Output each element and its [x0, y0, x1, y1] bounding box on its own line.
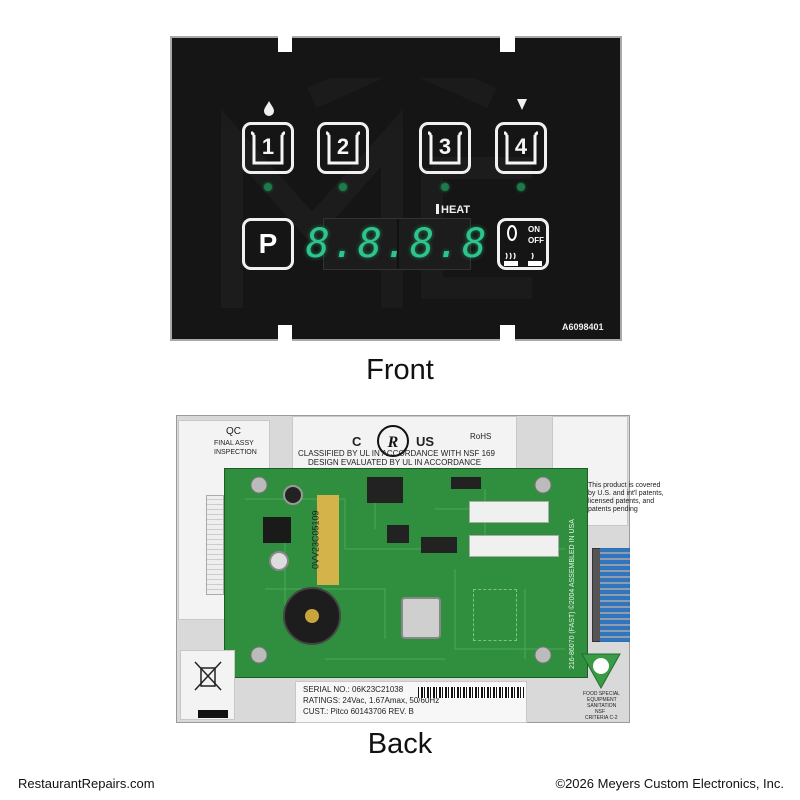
- patent-line-1: This product is covered: [588, 482, 661, 489]
- display-digits: 8.8.8.8: [305, 221, 489, 267]
- ribbon-connector-left: [206, 495, 224, 595]
- back-caption: Back: [367, 728, 433, 760]
- ul-label: [292, 416, 517, 471]
- vat-icon: [428, 130, 462, 165]
- customer-text: CUST.: Pitco 60143706 REV. B: [303, 707, 414, 716]
- ic-chip: [387, 525, 409, 543]
- footer-copyright: ©2026 Meyers Custom Electronics, Inc.: [555, 776, 785, 791]
- nsf-line-1: FOOD SPECIAL: [583, 691, 620, 697]
- weee-label: [180, 650, 235, 720]
- patent-line-3: licensed patents, and: [588, 498, 655, 505]
- power-icon: [507, 225, 517, 241]
- vat-key-number: 4: [514, 134, 528, 159]
- capacitor: [283, 485, 303, 505]
- qc-line-1: FINAL ASSY: [214, 440, 254, 447]
- vat-4-led: [517, 183, 525, 191]
- vat-key-number: 1: [261, 134, 275, 159]
- nsf-line-3: SANITATION: [587, 703, 617, 709]
- ul-logo-icon: R: [377, 425, 409, 457]
- rohs-mark: RoHS: [470, 432, 492, 441]
- black-bar: [198, 710, 228, 718]
- ratings-text: RATINGS: 24Vac, 1.67Amax, 50/60Hz: [303, 696, 440, 705]
- logo-watermark: [221, 78, 532, 308]
- patent-line-2: by U.S. and int'l patents,: [588, 490, 664, 497]
- heat-marker: [436, 204, 439, 214]
- side-cable-wires: [600, 548, 630, 642]
- crossed-bin-icon: [194, 661, 222, 691]
- drop-down-icon: [517, 99, 527, 110]
- vat-key-3[interactable]: 3: [419, 122, 471, 174]
- front-caption: Front: [366, 354, 434, 386]
- inductor: [401, 597, 441, 639]
- ul-c-mark: C: [352, 434, 362, 449]
- model-number: A6098401: [562, 322, 604, 332]
- vat-icon: [251, 130, 285, 165]
- transistor: [263, 517, 291, 543]
- vat-key-4[interactable]: 4: [495, 122, 547, 174]
- ic-chip: [367, 477, 403, 503]
- nsf-line-2: EQUIPMENT: [587, 697, 617, 703]
- front-control-panel: [170, 36, 622, 341]
- qc-line-2: INSPECTION: [214, 449, 257, 456]
- vat-3-led: [441, 183, 449, 191]
- display-divider: [397, 219, 399, 269]
- part-number-label: [317, 495, 339, 585]
- vat-key-2[interactable]: 2: [317, 122, 369, 174]
- on-label: ON: [528, 225, 540, 234]
- capacitor: [269, 551, 289, 571]
- relay: [473, 589, 517, 641]
- nsf-triangle-icon: [581, 653, 621, 690]
- program-key[interactable]: P: [242, 218, 294, 270]
- vat-key-number: 2: [336, 134, 350, 159]
- part-number-text: 0VV23C05109: [310, 510, 321, 569]
- header-connector-top: [469, 501, 549, 523]
- ul-classified-line-2: DESIGN EVALUATED BY UL IN ACCORDANCE: [308, 458, 482, 467]
- svg-text:R: R: [387, 434, 399, 451]
- qc-title: QC: [226, 426, 241, 437]
- vat-1-led: [264, 183, 272, 191]
- off-label: OFF: [528, 236, 544, 245]
- barcode: [418, 687, 524, 698]
- vat-icon: [326, 130, 360, 165]
- ul-us-mark: US: [416, 434, 435, 449]
- serial-number: SERIAL NO.: 06K23C21038: [303, 685, 404, 694]
- header-connector-bottom: [469, 535, 559, 557]
- drop-icon: [264, 101, 274, 116]
- nsf-line-4: NSF: [595, 709, 605, 715]
- footer-site-link[interactable]: RestaurantRepairs.com: [18, 776, 155, 791]
- patent-line-4: patents pending: [588, 506, 638, 513]
- vat-2-led: [339, 183, 347, 191]
- on-off-key[interactable]: ON OFF: [497, 218, 549, 270]
- buzzer-center: [305, 609, 319, 623]
- ul-classified-line-1: CLASSIFIED BY UL IN ACCORDANCE WITH NSF …: [298, 449, 495, 458]
- circuit-board: 0VV23C05109 216-86070 (FAST) ©2004 ASSEM…: [224, 468, 588, 678]
- vat-key-number: 3: [438, 134, 452, 159]
- heat-label: HEAT: [441, 204, 471, 216]
- nsf-line-5: CRITERIA C-2: [585, 715, 618, 721]
- vat-key-1[interactable]: 1: [242, 122, 294, 174]
- ic-chip: [421, 537, 457, 553]
- vat-icon: [504, 130, 538, 165]
- heat-vat-icon: [504, 252, 542, 266]
- led-display: 8.8.8.8: [306, 218, 486, 270]
- ic-chip: [451, 477, 481, 489]
- assembled-text: 216-86070 (FAST) ©2004 ASSEMBLED IN USA: [569, 519, 576, 669]
- program-key-label: P: [258, 228, 278, 259]
